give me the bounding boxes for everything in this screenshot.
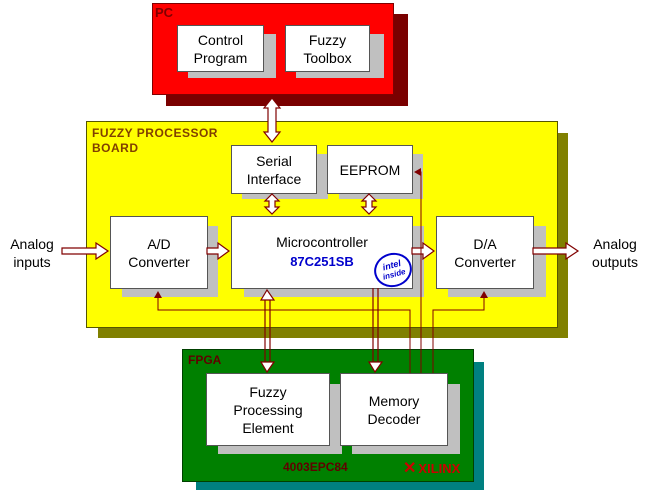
microcontroller-label: Microcontroller: [276, 234, 368, 250]
micro-da-arrow: [411, 241, 436, 261]
pc-title: PC: [155, 5, 174, 20]
analog-inputs-label: Analog inputs: [3, 235, 61, 271]
fuzzy-toolbox-line1: Fuzzy: [308, 31, 347, 48]
fuzzy-processing-element-box: Fuzzy Processing Element: [206, 373, 330, 446]
control-program-line2: Program: [193, 49, 248, 66]
fuzzy-processing-line2: Processing: [233, 401, 303, 418]
memory-decoder-line2: Decoder: [367, 410, 421, 427]
fpga-title: FPGA: [188, 353, 222, 367]
micro-fpe-double-arrow: [259, 288, 276, 374]
analog-outputs-line1: Analog: [593, 236, 637, 252]
memdec-ad-line: [154, 291, 411, 373]
memory-decoder-box: Memory Decoder: [340, 373, 448, 446]
fuzzy-processing-line3: Element: [242, 419, 294, 436]
ad-converter-line1: A/D: [147, 235, 171, 252]
analog-outputs-line2: outputs: [592, 254, 638, 270]
analog-out-arrow: [532, 241, 580, 261]
ad-converter-box: A/D Converter: [110, 216, 208, 289]
serial-interface-line1: Serial: [256, 152, 292, 169]
xilinx-x-icon: ✕: [403, 460, 417, 477]
da-converter-box: D/A Converter: [436, 216, 534, 289]
analog-in-arrow: [61, 241, 110, 261]
micro-memdec-arrow: [367, 288, 384, 374]
xilinx-logo: ✕ XILINX: [403, 458, 460, 478]
xilinx-vendor-name: XILINX: [418, 460, 461, 476]
board-title-line1: FUZZY PROCESSOR: [92, 126, 218, 140]
control-program-line1: Control: [197, 31, 244, 48]
eeprom-label: EEPROM: [339, 161, 401, 178]
fpga-part-number: 4003EPC84: [283, 460, 348, 474]
da-converter-line2: Converter: [454, 253, 516, 270]
analog-outputs-label: Analog outputs: [582, 235, 648, 271]
fuzzy-processing-line1: Fuzzy: [249, 383, 287, 400]
eeprom-micro-double-arrow: [360, 193, 378, 215]
board-title-line2: BOARD: [92, 141, 139, 155]
da-converter-line1: D/A: [473, 235, 497, 252]
serial-interface-line2: Interface: [246, 170, 302, 187]
memory-decoder-line1: Memory: [368, 392, 420, 409]
memdec-eeprom-line: [414, 168, 422, 373]
analog-inputs-line2: inputs: [13, 254, 51, 270]
chip-name: 87C251SB: [290, 254, 354, 269]
serial-interface-box: Serial Interface: [231, 145, 317, 194]
fuzzy-toolbox-line2: Toolbox: [303, 49, 352, 66]
analog-inputs-line1: Analog: [10, 236, 54, 252]
control-program-box: Control Program: [177, 25, 264, 72]
eeprom-box: EEPROM: [327, 145, 413, 194]
ad-micro-arrow: [206, 241, 231, 261]
pc-serial-double-arrow: [262, 97, 282, 143]
memdec-da-line: [432, 291, 488, 373]
serial-micro-double-arrow: [263, 193, 281, 215]
microcontroller-box: Microcontroller 87C251SB intel inside: [231, 216, 416, 292]
fuzzy-toolbox-box: Fuzzy Toolbox: [285, 25, 370, 72]
ad-converter-line2: Converter: [128, 253, 190, 270]
